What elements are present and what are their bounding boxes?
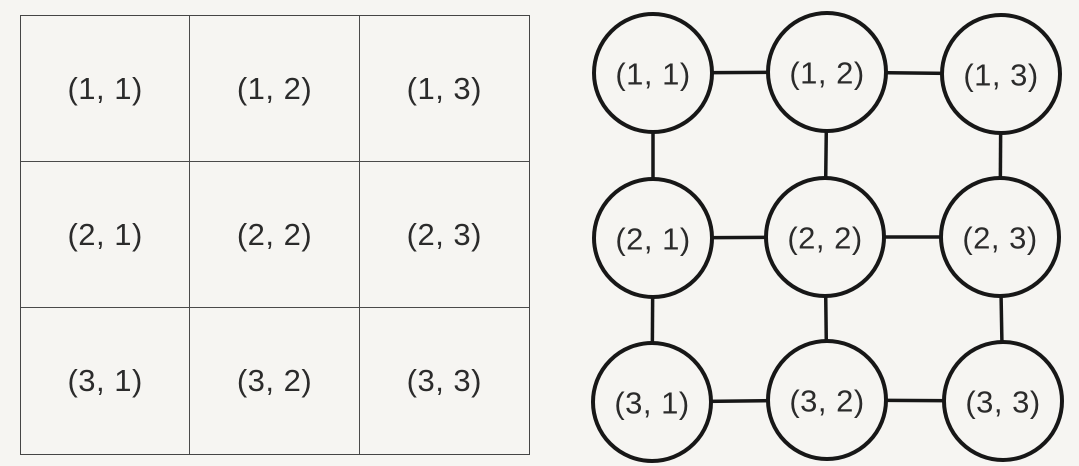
- matrix-cell-label: (1, 2): [236, 70, 313, 106]
- matrix-table: (1, 1) (1, 2) (1, 3) (2, 1) (2, 2) (2, 3…: [20, 15, 530, 455]
- graph-node-12: [766, 11, 888, 133]
- graph-node-13: [940, 13, 1062, 135]
- matrix-cell-label: (1, 1): [67, 70, 143, 106]
- matrix-cell-2-3: (2, 3): [359, 162, 529, 308]
- graph-node-label-23: (2, 3): [962, 221, 1037, 256]
- graph-node-label-33: (3, 3): [965, 385, 1040, 420]
- matrix-cell-2-2: (2, 2): [190, 162, 360, 308]
- graph-node-label-32: (3, 2): [789, 384, 864, 419]
- matrix-cell-1-1: (1, 1): [21, 16, 191, 162]
- matrix-cell-label: (3, 3): [406, 363, 482, 398]
- matrix-cell-3-1: (3, 1): [21, 308, 191, 454]
- matrix-cell-label: (2, 1): [67, 216, 143, 252]
- matrix-cell-3-2: (3, 2): [190, 308, 360, 454]
- graph-node-label-12: (1, 2): [789, 56, 864, 91]
- graph-node-22: [764, 176, 886, 298]
- matrix-cell-3-3: (3, 3): [360, 308, 529, 454]
- graph-node-32: [766, 339, 888, 461]
- graph-node-23: [939, 176, 1061, 298]
- graph-node-label-21: (2, 1): [615, 222, 690, 257]
- graph-node-label-13: (1, 3): [963, 58, 1038, 93]
- graph-node-label-22: (2, 2): [787, 221, 862, 256]
- matrix-cell-2-1: (2, 1): [21, 162, 191, 308]
- graph-node-label-11: (1, 1): [615, 57, 690, 92]
- matrix-cell-1-2: (1, 2): [190, 16, 360, 162]
- matrix-cell-label: (3, 1): [67, 363, 143, 398]
- matrix-cell-label: (3, 2): [236, 363, 313, 398]
- graph-node-33: [942, 340, 1064, 462]
- matrix-cell-1-3: (1, 3): [359, 16, 529, 162]
- graph-node-31: [591, 341, 713, 463]
- matrix-cell-label: (2, 3): [406, 216, 482, 252]
- graph-node-21: [592, 177, 714, 299]
- graph-node-11: [592, 12, 714, 134]
- matrix-cell-label: (2, 2): [236, 216, 313, 252]
- matrix-cell-label: (1, 3): [406, 70, 482, 106]
- graph-node-label-31: (3, 1): [614, 386, 689, 421]
